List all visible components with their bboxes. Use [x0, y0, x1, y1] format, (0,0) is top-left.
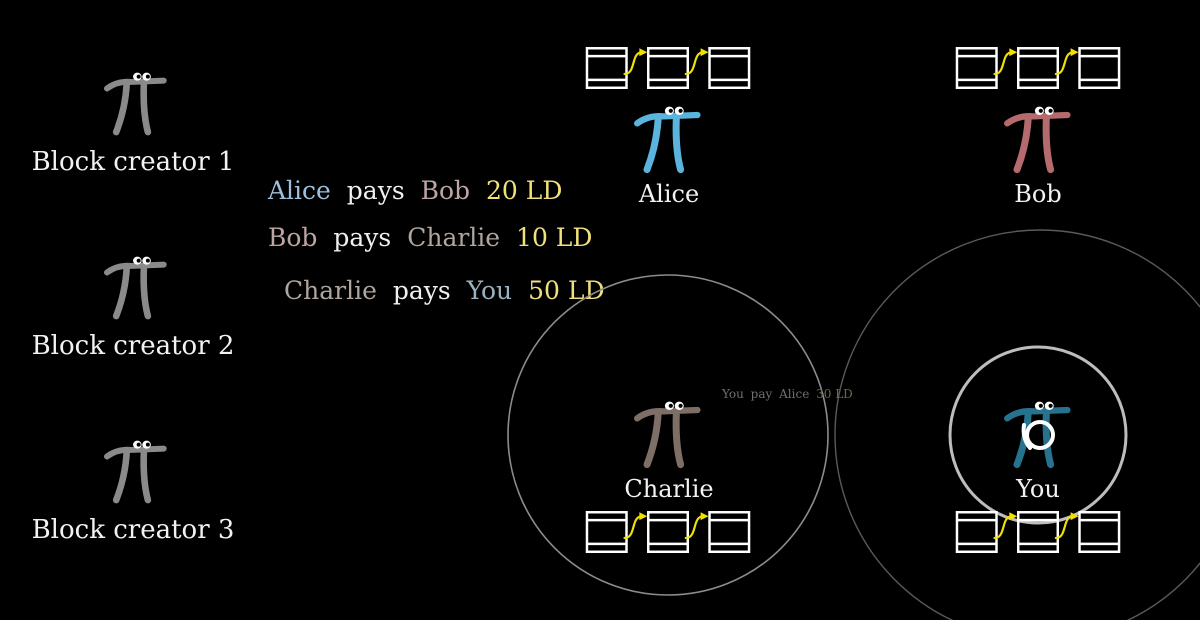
pi-creature-icon	[107, 441, 164, 500]
ledger-block-icon	[585, 510, 751, 554]
broadcast-message: You pay Alice 30 LD	[721, 387, 853, 401]
ledger-block-icon	[955, 510, 1121, 554]
block-creator-3: Block creator 3	[32, 441, 235, 545]
amount: 50 LD	[528, 276, 604, 305]
payee: Charlie	[407, 223, 500, 252]
creator-label: Block creator 1	[32, 147, 235, 177]
creator-label: Block creator 2	[32, 331, 235, 361]
ledger-block-icon	[955, 46, 1121, 90]
broadcast-subject: You	[721, 387, 744, 401]
pi-creature-icon	[107, 73, 164, 132]
creator-label: Block creator 3	[32, 515, 235, 545]
amount: 20 LD	[486, 176, 562, 205]
pi-creature-icon	[637, 402, 697, 465]
block-creator-1: Block creator 1	[32, 73, 235, 177]
broadcast-amount: 30 LD	[816, 387, 853, 401]
amount: 10 LD	[516, 223, 592, 252]
broadcast-object: Alice	[778, 387, 809, 401]
user-you: You	[955, 402, 1121, 554]
verb: pays	[347, 176, 405, 205]
user-label: Bob	[1014, 180, 1061, 208]
payer: Charlie	[284, 276, 377, 305]
pi-creature-icon	[107, 257, 164, 316]
ledger-block-icon	[585, 46, 751, 90]
payer: Alice	[267, 176, 331, 205]
pi-creature-icon	[1007, 402, 1067, 465]
pi-creature-icon	[637, 107, 697, 170]
broadcast-circle-icon	[834, 229, 1200, 620]
transaction-line: Bob pays Charlie 10 LD	[268, 223, 592, 252]
payee: Bob	[421, 176, 470, 205]
user-charlie: Charlie	[585, 402, 751, 554]
payer: Bob	[268, 223, 317, 252]
transaction-list: Alice pays Bob 20 LD Bob pays Charlie 10…	[267, 176, 605, 305]
pi-creature-icon	[1007, 107, 1067, 170]
user-alice: Alice	[585, 46, 751, 208]
user-bob: Bob	[955, 46, 1121, 208]
verb: pays	[333, 223, 391, 252]
payee: You	[466, 276, 512, 305]
hand-icon	[1021, 420, 1055, 450]
broadcast-circle-icon	[507, 274, 829, 596]
broadcast-verb: pay	[751, 387, 773, 401]
verb: pays	[393, 276, 451, 305]
block-creator-2: Block creator 2	[32, 257, 235, 361]
user-label: Charlie	[624, 475, 713, 503]
user-label: You	[1015, 475, 1060, 503]
broadcast-circle-icon	[948, 345, 1128, 525]
transaction-line: Alice pays Bob 20 LD	[267, 176, 562, 205]
transaction-line: Charlie pays You 50 LD	[284, 276, 605, 305]
user-label: Alice	[638, 180, 699, 208]
